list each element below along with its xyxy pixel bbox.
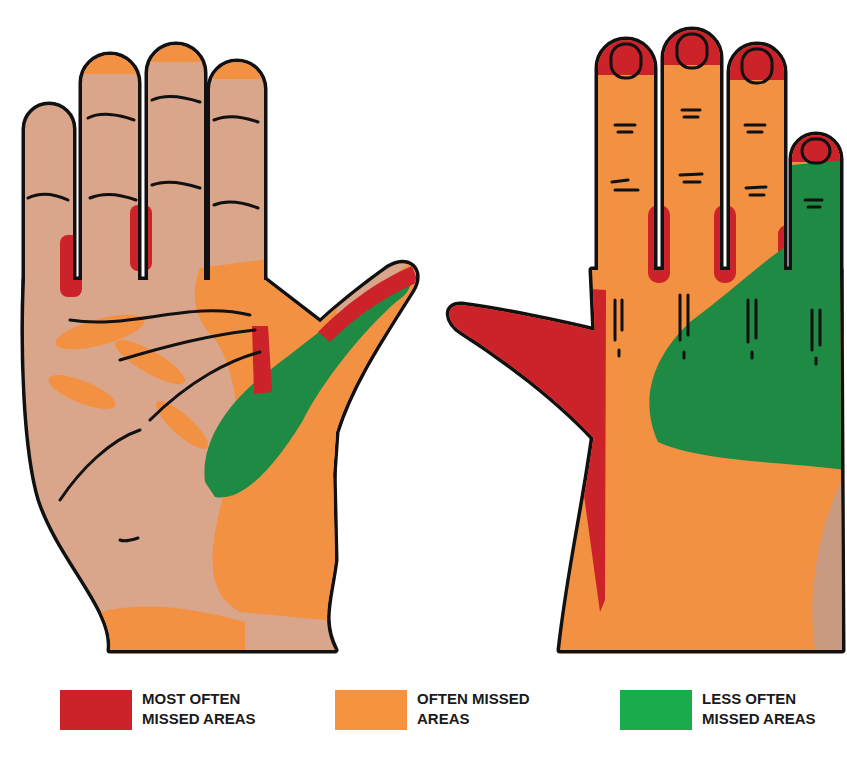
back-zones	[430, 0, 847, 700]
legend-label: MOST OFTEN MISSED AREAS	[142, 689, 264, 729]
legend-swatch	[60, 690, 132, 730]
palm-zones	[0, 0, 440, 700]
legend-label: LESS OFTEN MISSED AREAS	[702, 689, 824, 729]
legend-label: OFTEN MISSED AREAS	[417, 689, 539, 729]
palm-creases	[28, 96, 260, 540]
legend-swatch	[620, 690, 692, 730]
knuckle-marks	[611, 34, 830, 364]
legend-swatch	[335, 690, 407, 730]
